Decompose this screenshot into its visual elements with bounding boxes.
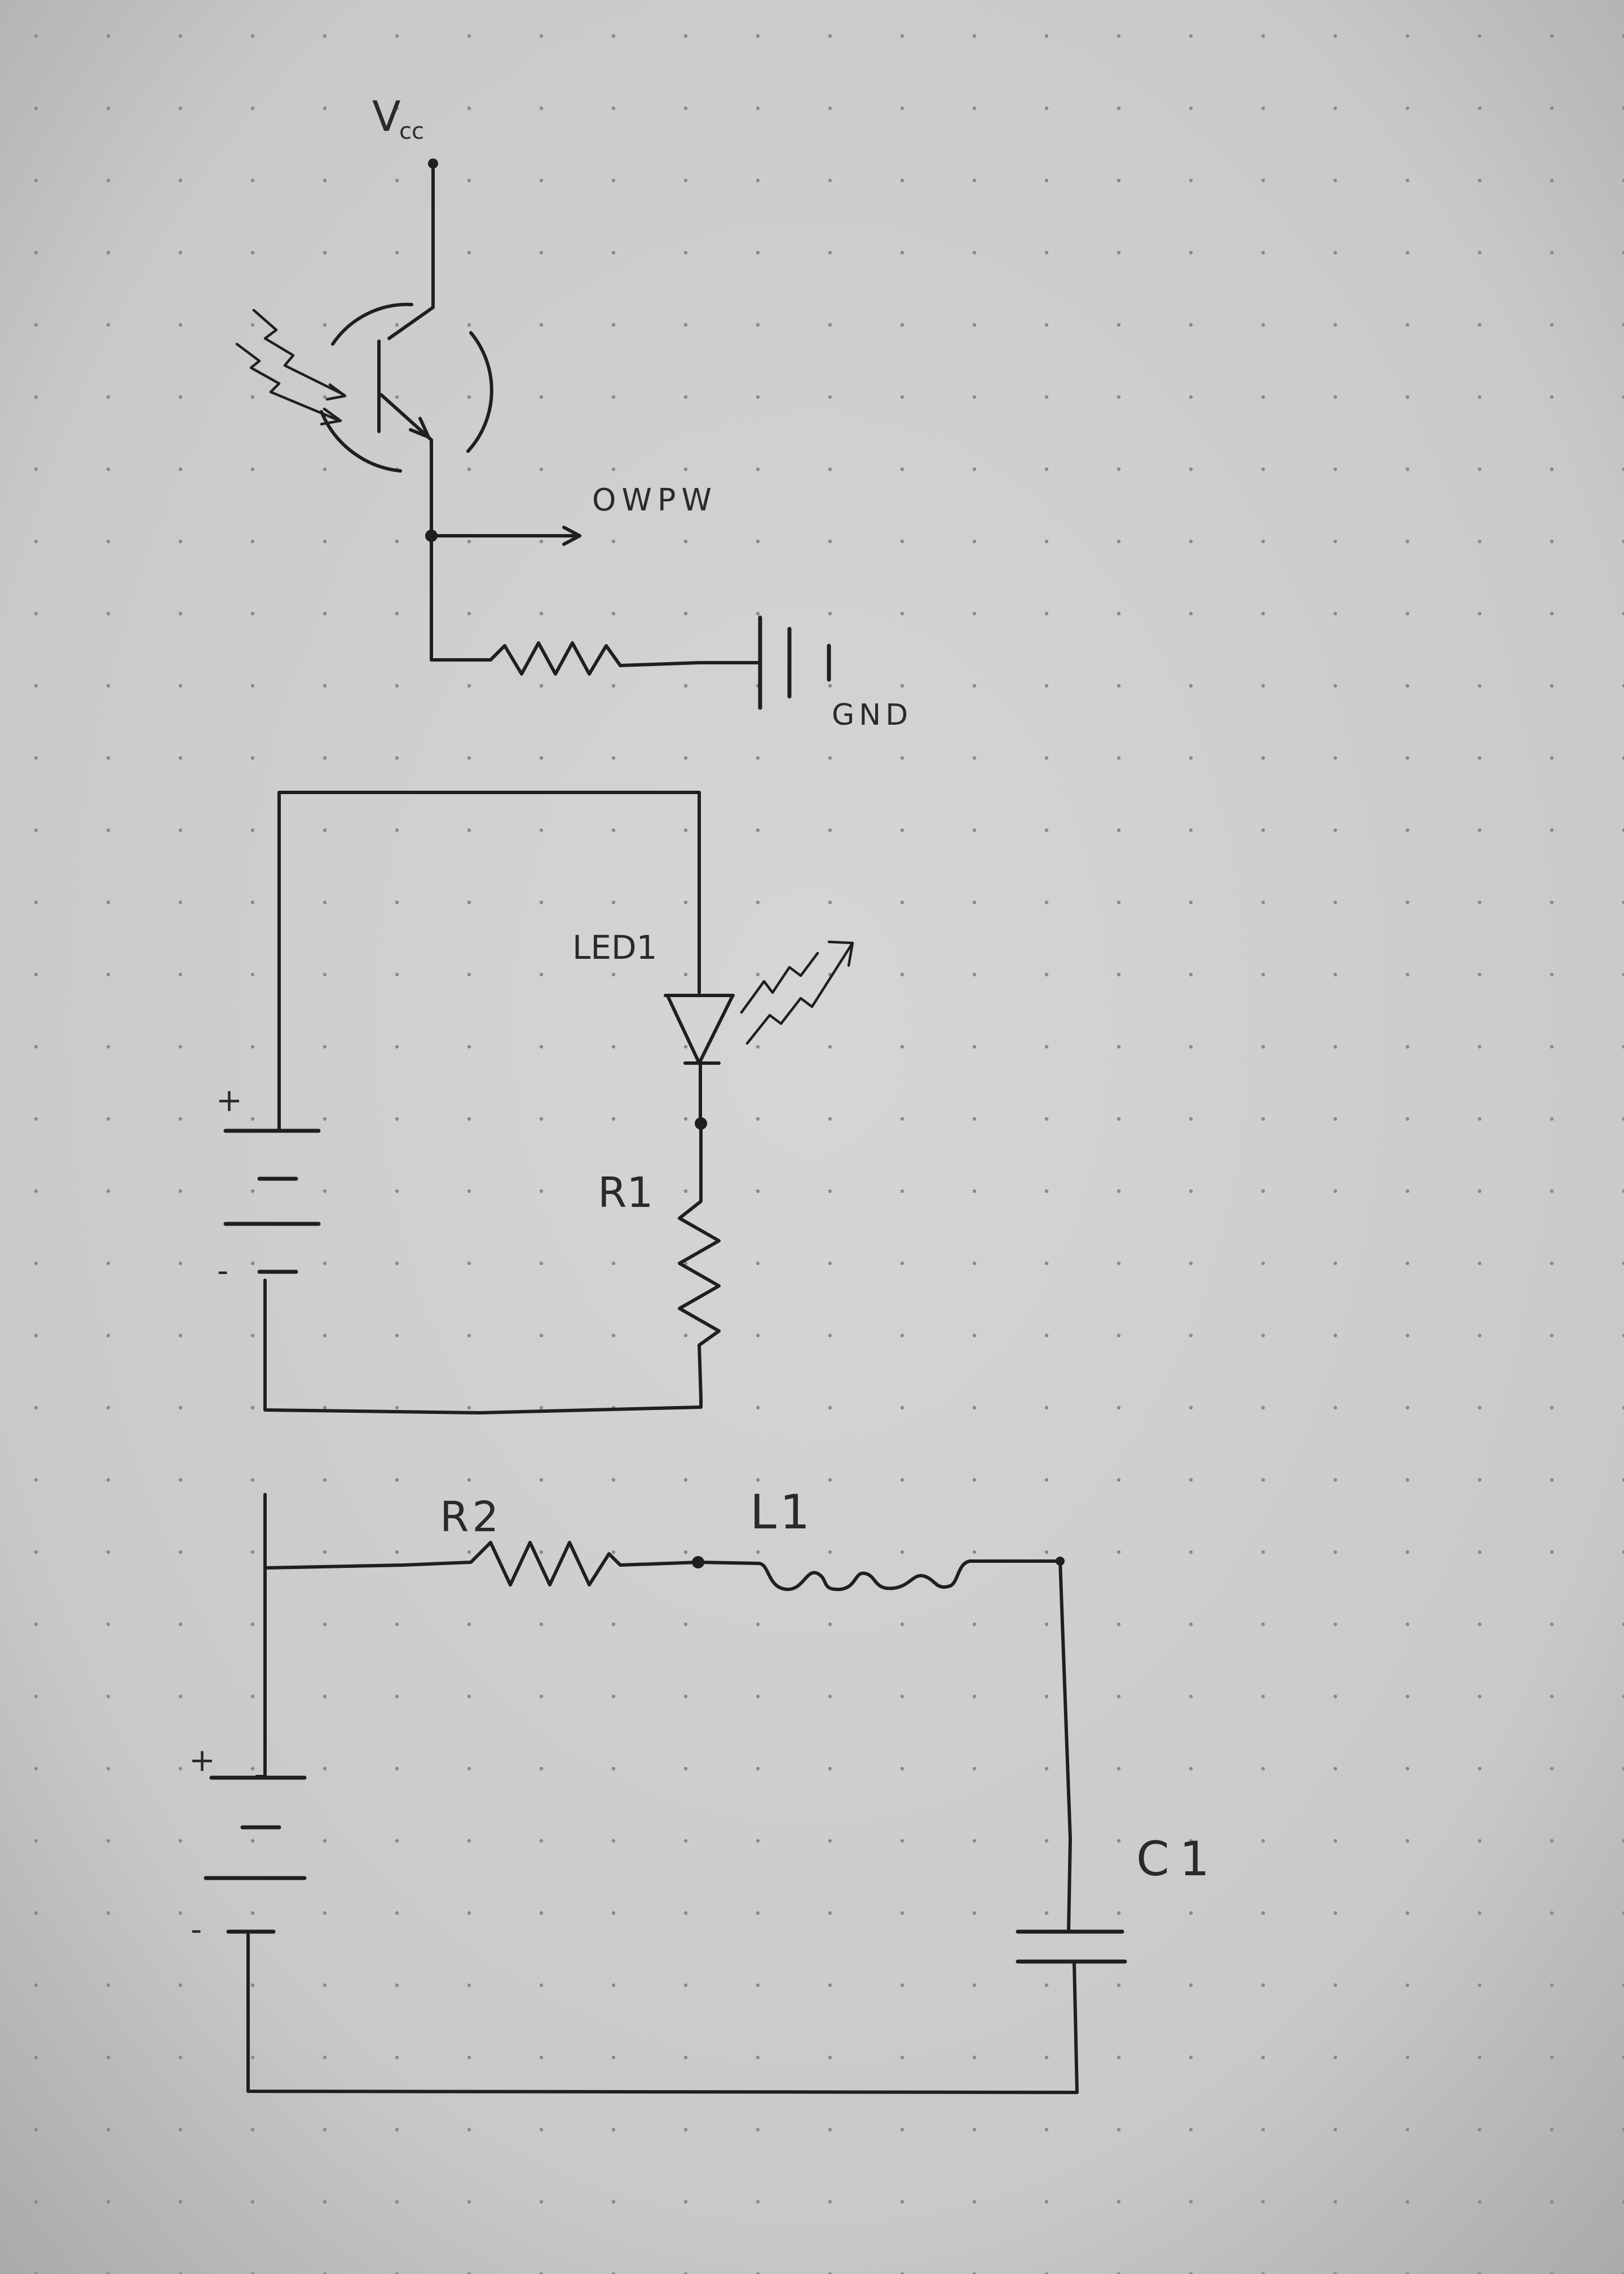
r2-resistor — [401, 1541, 700, 1586]
collector-wire — [387, 162, 435, 340]
phototransistor-icon — [235, 302, 493, 473]
led-top-wire — [277, 791, 701, 994]
led-circuit: LED1 R1 + - — [216, 791, 854, 1414]
emitter-wire — [379, 393, 433, 453]
emitter-arrow — [409, 417, 430, 439]
light-ray-1 — [252, 309, 346, 396]
c1-label: C1 — [1136, 1831, 1220, 1887]
r1-resistor — [678, 1122, 721, 1403]
rlc-right-wire — [1058, 1559, 1072, 1933]
light-ray-2-head — [320, 407, 342, 426]
r2-label: R2 — [440, 1493, 502, 1541]
led-emission-ray-1 — [740, 951, 819, 1014]
battery2-plus: + — [189, 1742, 215, 1779]
led-bottom-wire — [263, 1279, 703, 1414]
battery-cell-icon-2: + - — [189, 1566, 307, 1948]
pulldown-wire — [430, 534, 492, 662]
light-ray-2 — [235, 342, 340, 422]
capacitor-plates — [1016, 1929, 1127, 1964]
pulldown-resistor — [489, 641, 760, 676]
l1-label: L1 — [750, 1484, 813, 1540]
r1-label: R1 — [598, 1169, 654, 1217]
output-label: OWPW — [592, 482, 717, 518]
transistor-envelope-right — [466, 331, 493, 453]
rlc-circuit: R2 L1 C1 + - — [189, 1484, 1220, 2094]
output-arrowhead — [562, 526, 581, 546]
vcc-subscript: cc — [399, 118, 424, 144]
inductor-coil — [696, 1559, 1062, 1592]
ground-symbol — [758, 615, 831, 710]
light-ray-1-head — [325, 383, 347, 401]
battery2-minus: - — [191, 1911, 202, 1948]
led-label: LED1 — [572, 928, 657, 967]
led-emission-head — [827, 940, 854, 967]
battery-cell-icon: + - — [216, 1082, 321, 1289]
vcc-label: V — [372, 92, 401, 141]
ground-label: GND — [832, 698, 912, 732]
battery1-minus: - — [217, 1253, 228, 1289]
phototransistor-circuit: V cc OWPW — [235, 92, 912, 732]
transistor-envelope-top — [331, 302, 413, 346]
battery1-plus: + — [216, 1082, 242, 1119]
led-emission-ray-2 — [745, 943, 853, 1045]
rlc-bottom-wire — [246, 1933, 1079, 2094]
